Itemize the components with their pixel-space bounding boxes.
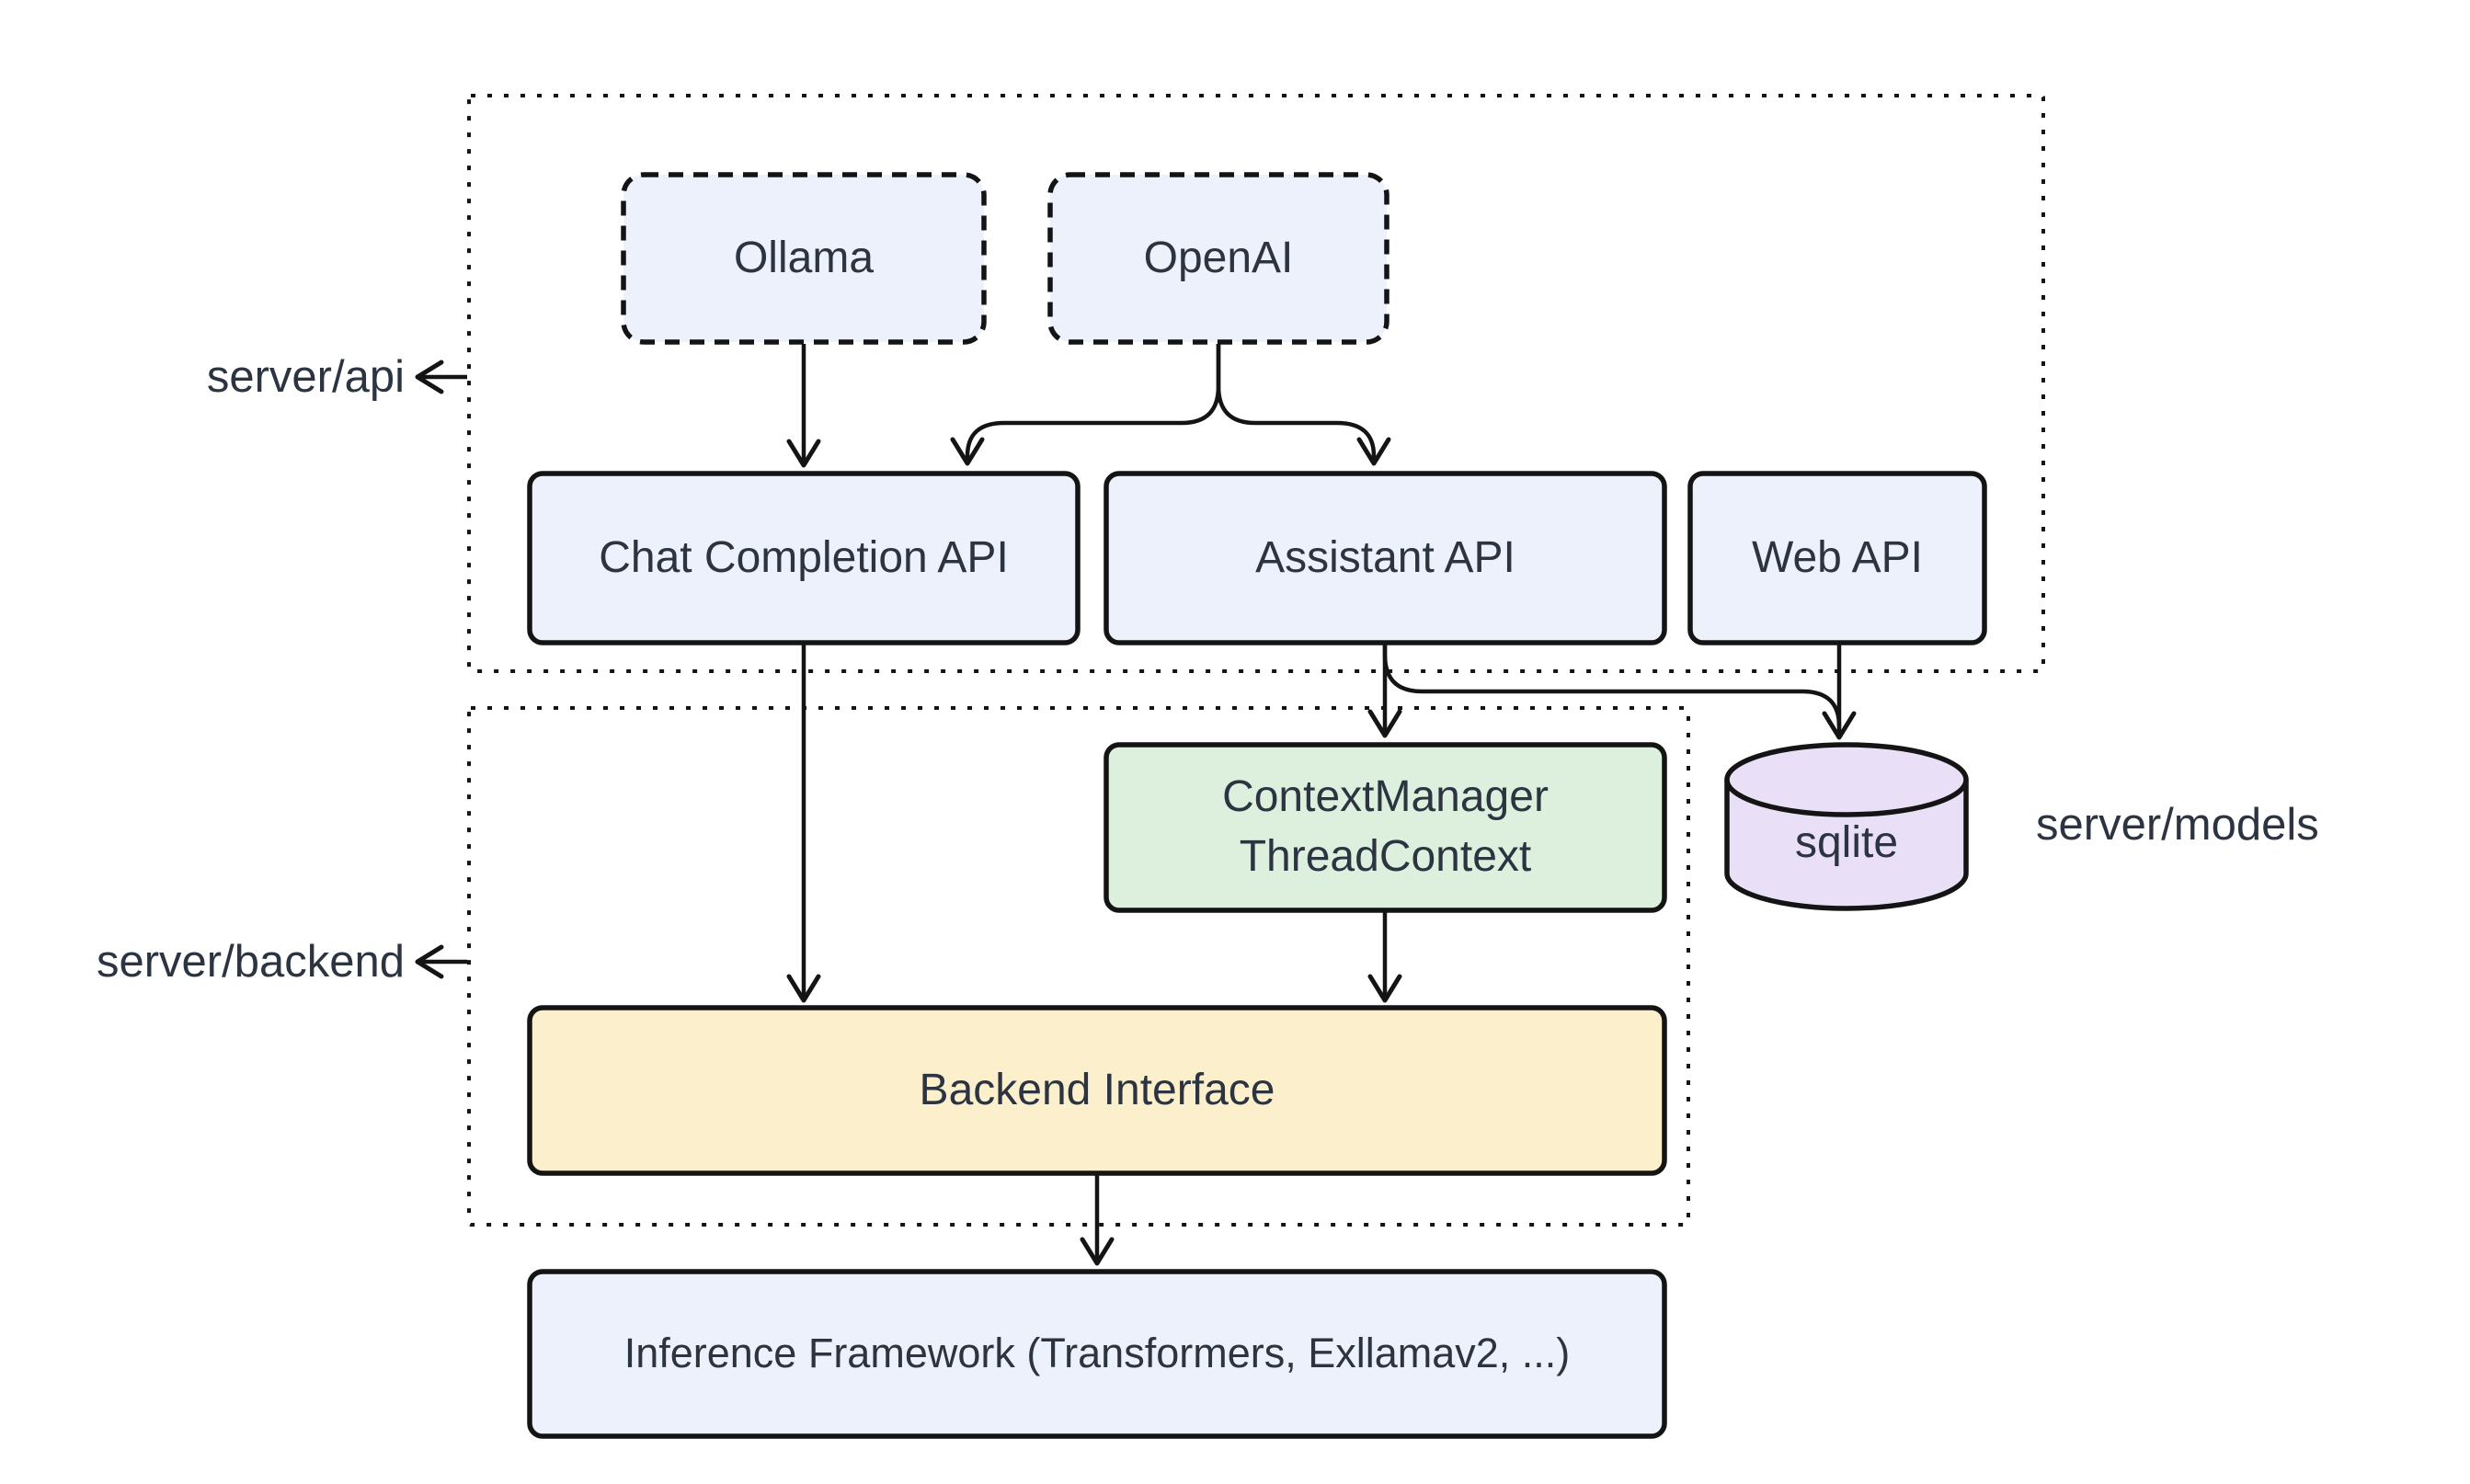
- inference-framework-node: [527, 1269, 1667, 1439]
- assistant-api-node: [1103, 471, 1667, 645]
- sqlite-cylinder-lid: [1724, 779, 1969, 817]
- edge-openai-to-chat: [950, 344, 1221, 466]
- server-backend-group-box: [467, 706, 1690, 1227]
- context-manager-node: [1103, 742, 1667, 913]
- edge-openai-to-assistant: [1216, 344, 1391, 466]
- server-api-group-box: [467, 94, 2045, 673]
- sqlite-cylinder: [1724, 742, 1969, 911]
- chat-completion-api-node: [527, 471, 1081, 645]
- openai-node: [1047, 172, 1389, 345]
- backend-interface-node: [527, 1005, 1667, 1176]
- ollama-node: [621, 172, 987, 345]
- web-api-node: [1687, 471, 1987, 645]
- edge-assistant-to-sqlite: [1382, 645, 1842, 727]
